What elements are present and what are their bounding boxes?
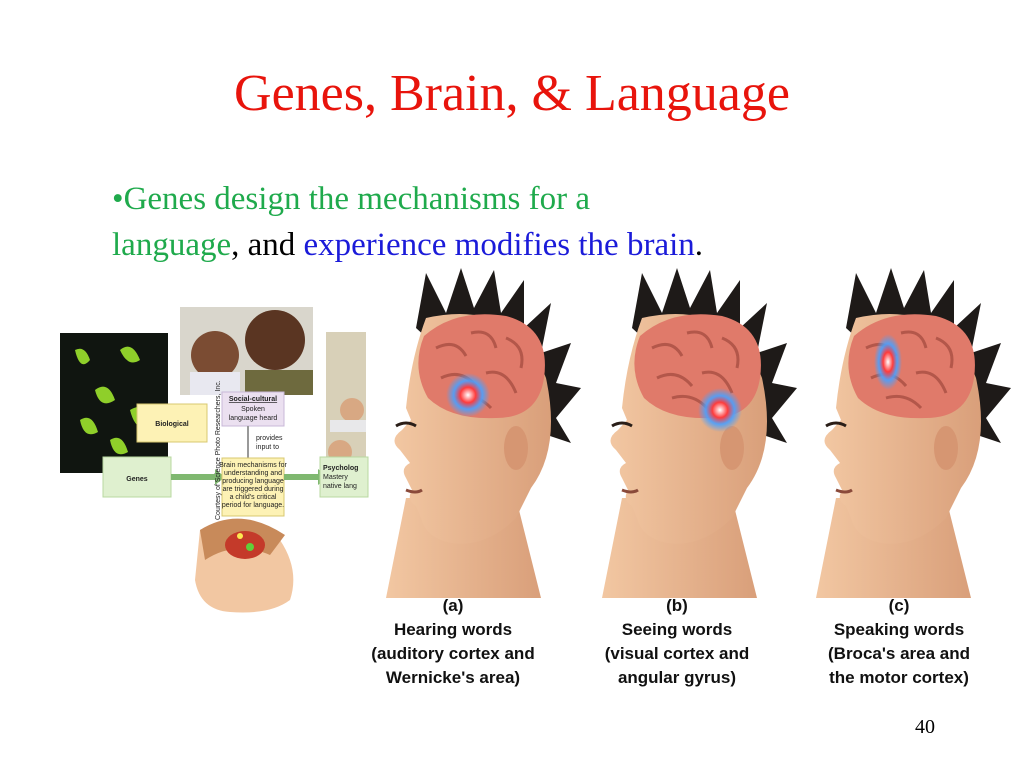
slide-title: Genes, Brain, & Language: [234, 65, 790, 122]
bullet-part-and: , and: [231, 227, 304, 263]
caption-a-line-1: Hearing words: [394, 620, 512, 639]
brain-highlight-c: [874, 334, 902, 390]
page-number: 40: [915, 716, 935, 738]
biological-label: Biological: [155, 421, 189, 428]
social-line-2: language heard: [229, 415, 278, 422]
bullet-part-language: language: [112, 227, 232, 263]
biological-box: [136, 403, 208, 443]
mech-line-4: are triggered during: [222, 486, 283, 493]
bullet-marker: •: [112, 181, 124, 217]
social-cultural-title: Social-cultural: [229, 396, 277, 403]
genes-arrowhead: [215, 469, 225, 485]
head-c-illustration: [814, 266, 1013, 600]
psych-line-3: native lang: [323, 483, 357, 490]
genes-label: Genes: [126, 476, 148, 483]
bullet-part-genes: Genes design the mechanisms for a: [123, 181, 591, 217]
psych-line-2: Mastery: [323, 474, 348, 481]
provides-line-2: input to: [256, 444, 279, 451]
caption-c: (c) Speaking words (Broca's area and the…: [828, 596, 970, 687]
brain-mechanisms-box: [221, 457, 285, 517]
caption-b-line-1: Seeing words: [622, 620, 733, 639]
caption-a-line-2: (auditory cortex and: [371, 644, 534, 663]
bullet-part-period: .: [694, 227, 704, 263]
social-cultural-box: [221, 391, 285, 427]
parent-baby-photo: [180, 307, 313, 395]
caption-b-letter: (b): [666, 596, 688, 615]
caption-c-letter: (c): [889, 596, 910, 615]
caption-c-line-2: (Broca's area and: [828, 644, 970, 663]
child-head-illustration: [195, 518, 294, 613]
head-b-illustration: [600, 266, 799, 600]
caption-b-line-3: angular gyrus): [618, 668, 736, 687]
psych-line-1: Psycholog: [323, 465, 358, 472]
bullet-text: •Genes design the mechanisms for a langu…: [112, 176, 932, 268]
brain-highlight-a: [446, 373, 490, 417]
caption-a-letter: (a): [443, 596, 464, 615]
gene-photo: [60, 333, 168, 473]
mech-line-5: a child's critical: [230, 494, 277, 501]
bullet-part-experience: experience modifies the brain: [303, 227, 695, 263]
caption-c-line-1: Speaking words: [834, 620, 964, 639]
mech-line-3: producing language: [222, 478, 284, 485]
mech-line-6: period for language.: [222, 502, 284, 509]
mech-line-2: understanding and: [224, 470, 282, 477]
caption-c-line-3: the motor cortex): [829, 668, 969, 687]
photo-credit: Courtesy of Science Photo Researchers, I…: [215, 380, 222, 520]
mech-line-1: Brain mechanisms for: [219, 462, 287, 469]
head-a-illustration: [384, 266, 583, 600]
caption-b: (b) Seeing words (visual cortex and angu…: [605, 596, 750, 687]
caption-a-line-3: Wernicke's area): [386, 668, 520, 687]
caption-a: (a) Hearing words (auditory cortex and W…: [371, 596, 534, 687]
social-line-1: Spoken: [241, 406, 265, 413]
psychological-box: [319, 456, 369, 498]
brain-highlight-b: [698, 388, 742, 432]
provides-line-1: provides: [256, 435, 283, 442]
caption-b-line-2: (visual cortex and: [605, 644, 750, 663]
genes-box: [102, 456, 172, 498]
